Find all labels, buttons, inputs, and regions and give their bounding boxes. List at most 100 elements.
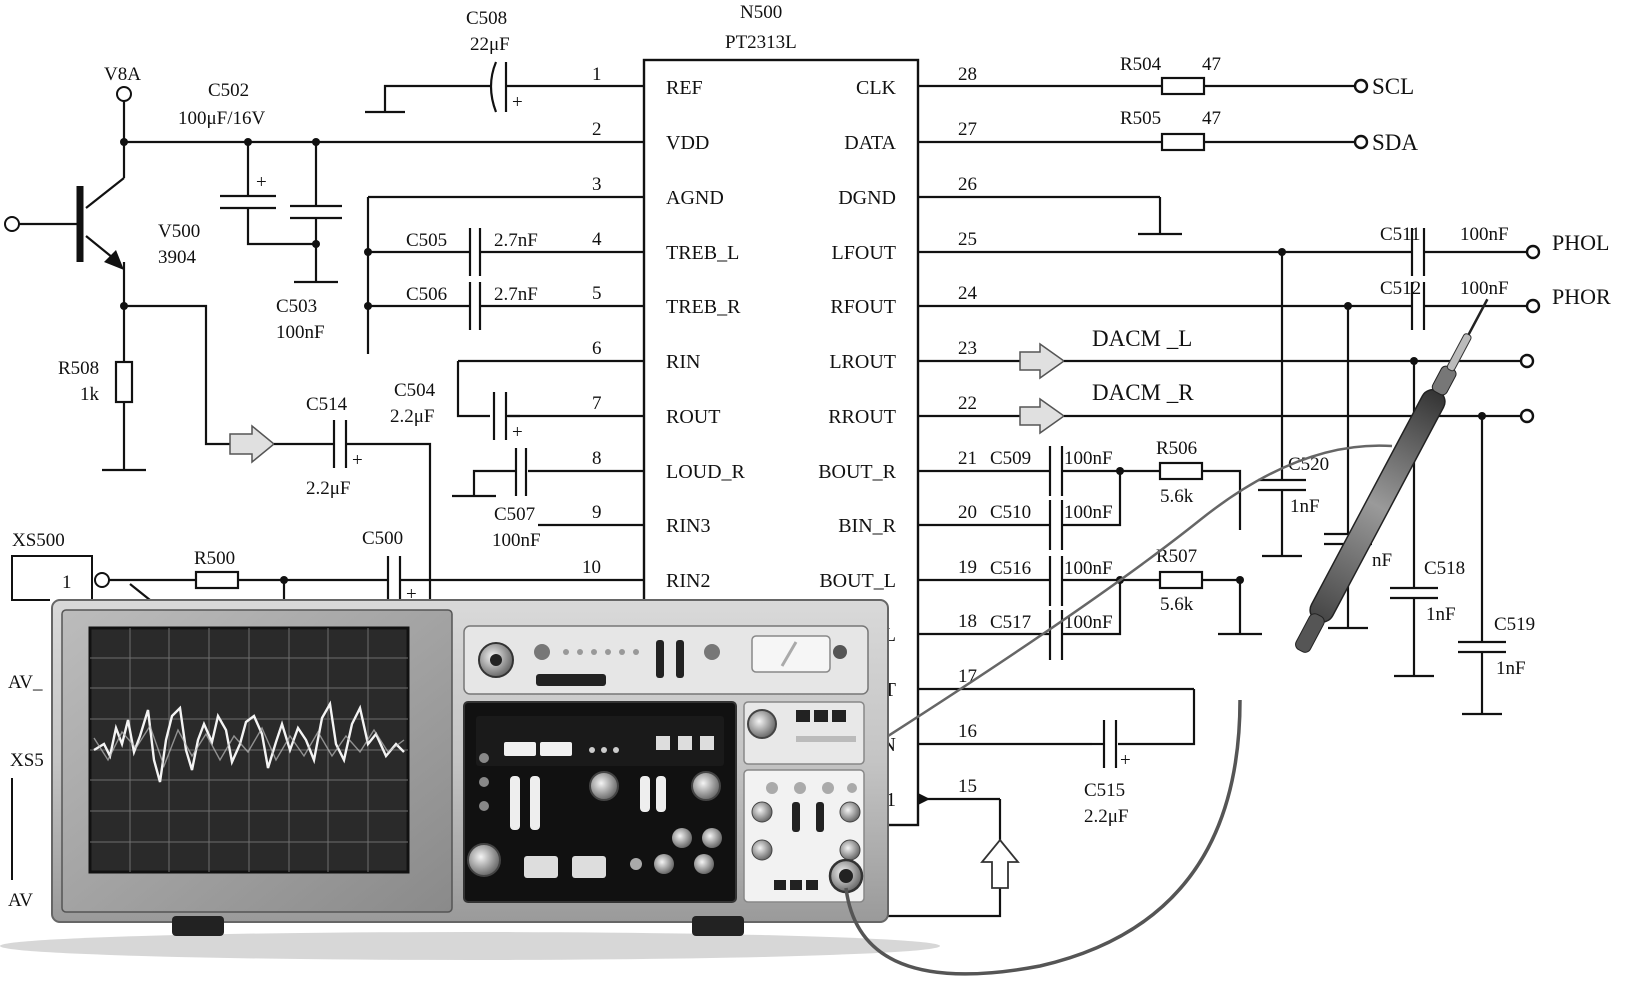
- svg-text:+: +: [512, 92, 523, 113]
- svg-text:+: +: [256, 172, 267, 193]
- pin15-input: [888, 793, 1020, 918]
- r506-value: 5.6k: [1160, 486, 1194, 507]
- capacitor-c500: + C500: [362, 528, 430, 605]
- pin-name: LOUD_R: [666, 461, 746, 483]
- ic-part: PT2313L: [725, 32, 797, 53]
- r508-value: 1k: [80, 384, 100, 405]
- capacitor-c512: C512 100nF PHOR: [1380, 278, 1611, 330]
- pin-name: RIN2: [666, 570, 710, 592]
- pin-num: 6: [592, 338, 602, 359]
- c506-value: 2.7nF: [494, 284, 538, 305]
- pin-num: 4: [592, 229, 602, 250]
- c512-ref: C512: [1380, 278, 1421, 299]
- pin-name: RIN3: [666, 515, 710, 537]
- signal-scl: SCL: [1372, 74, 1414, 99]
- pin-num: 9: [592, 502, 602, 523]
- oscilloscope-probe: [844, 298, 1489, 976]
- pin-num: 16: [958, 721, 977, 742]
- c500-ref: C500: [362, 528, 403, 549]
- resistor-r507: R507 5.6k: [1156, 546, 1262, 636]
- c502-value: 100μF/16V: [178, 108, 266, 129]
- pin-name: CLK: [856, 77, 897, 99]
- ic-ref: N500: [740, 2, 782, 23]
- capacitor-c514: + C514 2.2μF: [124, 304, 432, 600]
- c507-value: 100nF: [492, 530, 541, 551]
- c519-value: 1nF: [1496, 658, 1526, 679]
- v500-ref: V500: [158, 221, 200, 242]
- ic-left-pins: 1 2 3 4 5 6 7 8 9 10 REF VDD AGND TREB_L…: [124, 64, 746, 592]
- transistor-v500: V8A V500 3904: [4, 64, 200, 310]
- pin-num: 25: [958, 229, 977, 250]
- waveform-trace: [93, 700, 405, 783]
- pin-num: 3: [592, 174, 602, 195]
- pin-num: 1: [592, 64, 602, 85]
- capacitor-c507: C507 100nF: [452, 448, 541, 551]
- capacitor-c520: C520 1nF: [1258, 248, 1329, 558]
- c509-value: 100nF: [1064, 448, 1113, 469]
- c510-ref: C510: [990, 502, 1031, 523]
- c517-ref: C517: [990, 612, 1031, 633]
- resistor-r508: R508 1k: [58, 306, 146, 472]
- c504-value: 2.2μF: [390, 406, 435, 427]
- c521-value: nF: [1372, 550, 1392, 571]
- r504-ref: R504: [1120, 54, 1162, 75]
- r508-ref: R508: [58, 358, 99, 379]
- ic-right-pins: 28 27 26 25 24 23 22 21 20 19 18 17 16 1…: [818, 64, 1412, 811]
- pin-name: LROUT: [829, 351, 896, 373]
- capacitor-c518: C518 1nF: [1390, 357, 1465, 678]
- resistor-r504: R504 47 SCL: [1120, 54, 1414, 99]
- r507-ref: R507: [1156, 546, 1197, 567]
- r506-ref: R506: [1156, 438, 1197, 459]
- pin-num: 10: [582, 557, 601, 578]
- c518-ref: C518: [1424, 558, 1465, 579]
- pin-name: RFOUT: [830, 296, 896, 318]
- pin-num: 5: [592, 283, 602, 304]
- signal-dacm-l: DACM _L: [1092, 326, 1192, 351]
- pin-num: 21: [958, 448, 977, 469]
- pin-num: 24: [958, 283, 978, 304]
- svg-text:+: +: [1120, 750, 1131, 771]
- pin-name: DATA: [844, 132, 896, 154]
- pin-num: 7: [592, 393, 602, 414]
- v500-value: 3904: [158, 247, 197, 268]
- xs5-label: XS5: [10, 750, 44, 771]
- pin-name: LFOUT: [832, 242, 896, 264]
- svg-text:+: +: [406, 584, 417, 605]
- svg-text:+: +: [352, 450, 363, 471]
- capacitor-c515: + C515 2.2μF: [1084, 689, 1196, 827]
- c514-ref: C514: [306, 394, 348, 415]
- c517-value: 100nF: [1064, 612, 1113, 633]
- c508-ref: C508: [466, 8, 507, 29]
- pin-name: REF: [666, 77, 703, 99]
- pin-num: 28: [958, 64, 977, 85]
- xs500-pin: 1: [62, 572, 72, 593]
- pin-name: TREB_R: [666, 296, 741, 318]
- c504-ref: C504: [394, 380, 436, 401]
- pin-name: AGND: [666, 187, 724, 209]
- signal-phor: PHOR: [1552, 284, 1611, 309]
- r500-ref: R500: [194, 548, 235, 569]
- capacitor-c519: C519 1nF: [1458, 412, 1535, 716]
- c516-value: 100nF: [1064, 558, 1113, 579]
- c512-value: 100nF: [1460, 278, 1509, 299]
- pin-name: DGND: [838, 187, 896, 209]
- c520-value: 1nF: [1290, 496, 1320, 517]
- c515-value: 2.2μF: [1084, 806, 1129, 827]
- capacitor-c502: + C502 100μF/16V: [178, 80, 316, 246]
- r505-value: 47: [1202, 108, 1221, 129]
- dacm-l-output: DACM _L: [1019, 326, 1535, 380]
- pin-name: RIN: [666, 351, 700, 373]
- pin-num: 20: [958, 502, 977, 523]
- pin-name: RROUT: [828, 406, 896, 428]
- signal-dacm-r: DACM _R: [1092, 380, 1194, 405]
- resistor-r500: R500: [194, 548, 388, 600]
- pin-num: 19: [958, 557, 977, 578]
- av-label-2: AV: [8, 890, 33, 911]
- c506-ref: C506: [406, 284, 447, 305]
- pin-name: TREB_L: [666, 242, 739, 264]
- c519-ref: C519: [1494, 614, 1535, 635]
- c505-value: 2.7nF: [494, 230, 538, 251]
- c511-ref: C511: [1380, 224, 1420, 245]
- pin-name: BIN_R: [838, 515, 896, 537]
